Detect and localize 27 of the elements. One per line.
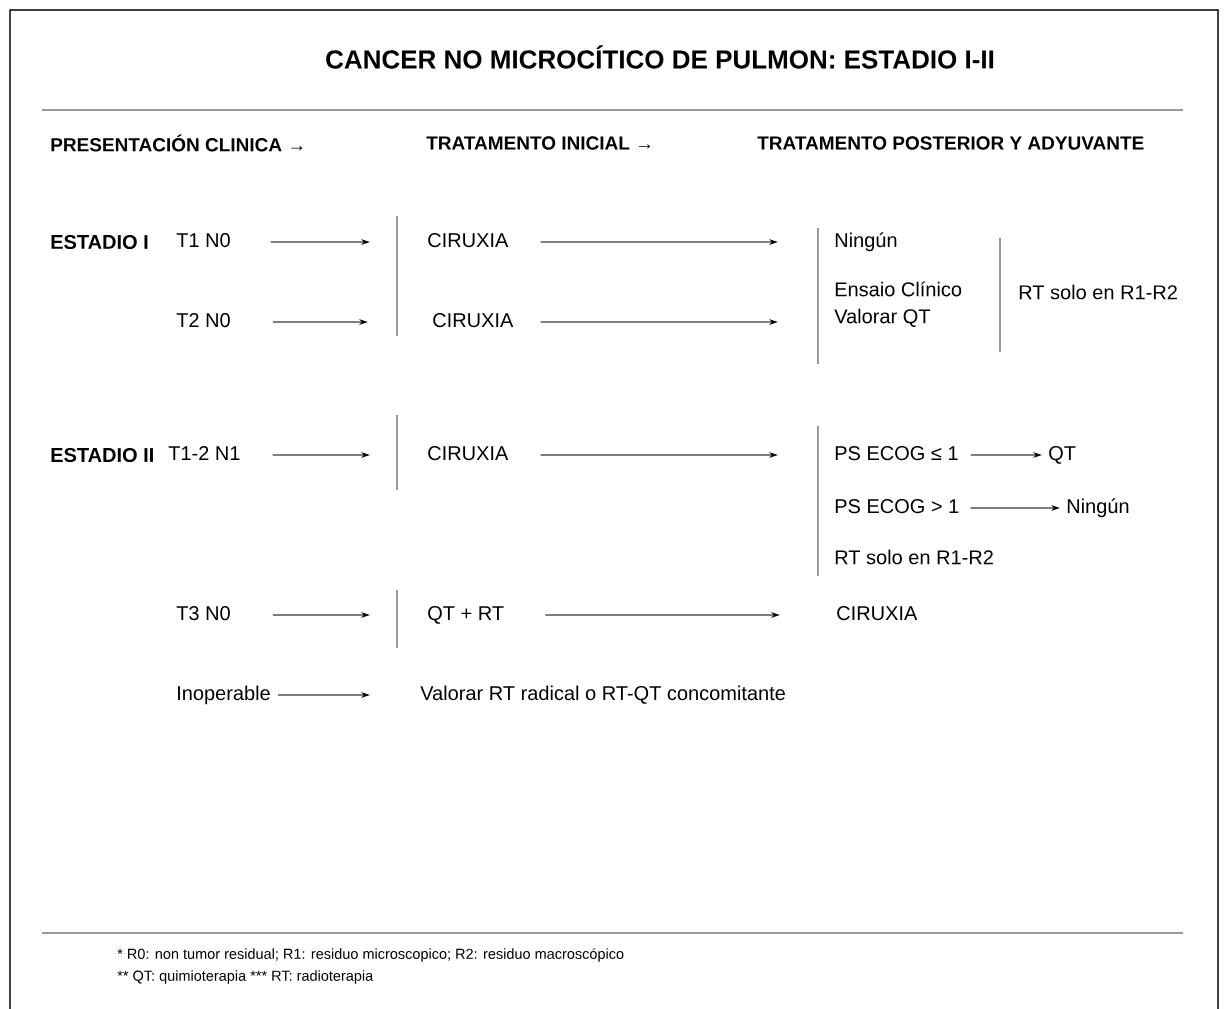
title: CANCER NO MICROCÍTICO DE PULMON: ESTADIO I-II — [326, 45, 994, 69]
flow-text: QT + RT — [428, 606, 504, 624]
flow-text: PS ECOG > 1 — [835, 499, 959, 514]
flow-text: Ensaio Clínico Valorar QT — [834, 281, 962, 327]
flow-text: T2 N0 — [176, 313, 230, 328]
flow-text: Ningún — [1067, 498, 1129, 518]
note-text: RT solo en R1-R2 — [835, 549, 993, 565]
flow-text: CIRUXIA — [428, 446, 509, 461]
footnote: * R0: non tumor residual; R1: residuo microscopico; R2: residuo macroscópico — [117, 948, 624, 962]
flow-text: CIRUXIA — [428, 233, 509, 248]
column-heading: TRATAMENTO POSTERIOR Y ADYUVANTE — [757, 136, 1144, 150]
flow-text: CIRUXIA — [433, 313, 514, 328]
flow-text: QT — [1049, 446, 1076, 464]
column-heading: TRATAMENTO INICIAL → — [426, 136, 651, 150]
flow-text: Ningún — [835, 232, 897, 252]
footnote: ** QT: quimioterapia *** RT: radioterapia — [117, 970, 374, 984]
flow-text: T3 N0 — [176, 606, 230, 621]
column-heading: PRESENTACIÓN CLINICA → — [51, 134, 303, 152]
note-text: RT solo en R1-R2 — [1019, 284, 1177, 300]
flow-text: T1-2 N1 — [168, 446, 240, 460]
flow-text: Valorar RT radical o RT-QT concomitante — [420, 685, 785, 704]
flow-text: PS ECOG ≤ 1 — [835, 446, 958, 461]
flow-text: CIRUXIA — [837, 606, 918, 621]
stage-label: ESTADIO I — [51, 234, 148, 250]
flow-text: T1 N0 — [176, 233, 230, 248]
flow-text: Inoperable — [178, 685, 270, 705]
stage-label: ESTADIO II — [51, 447, 153, 463]
